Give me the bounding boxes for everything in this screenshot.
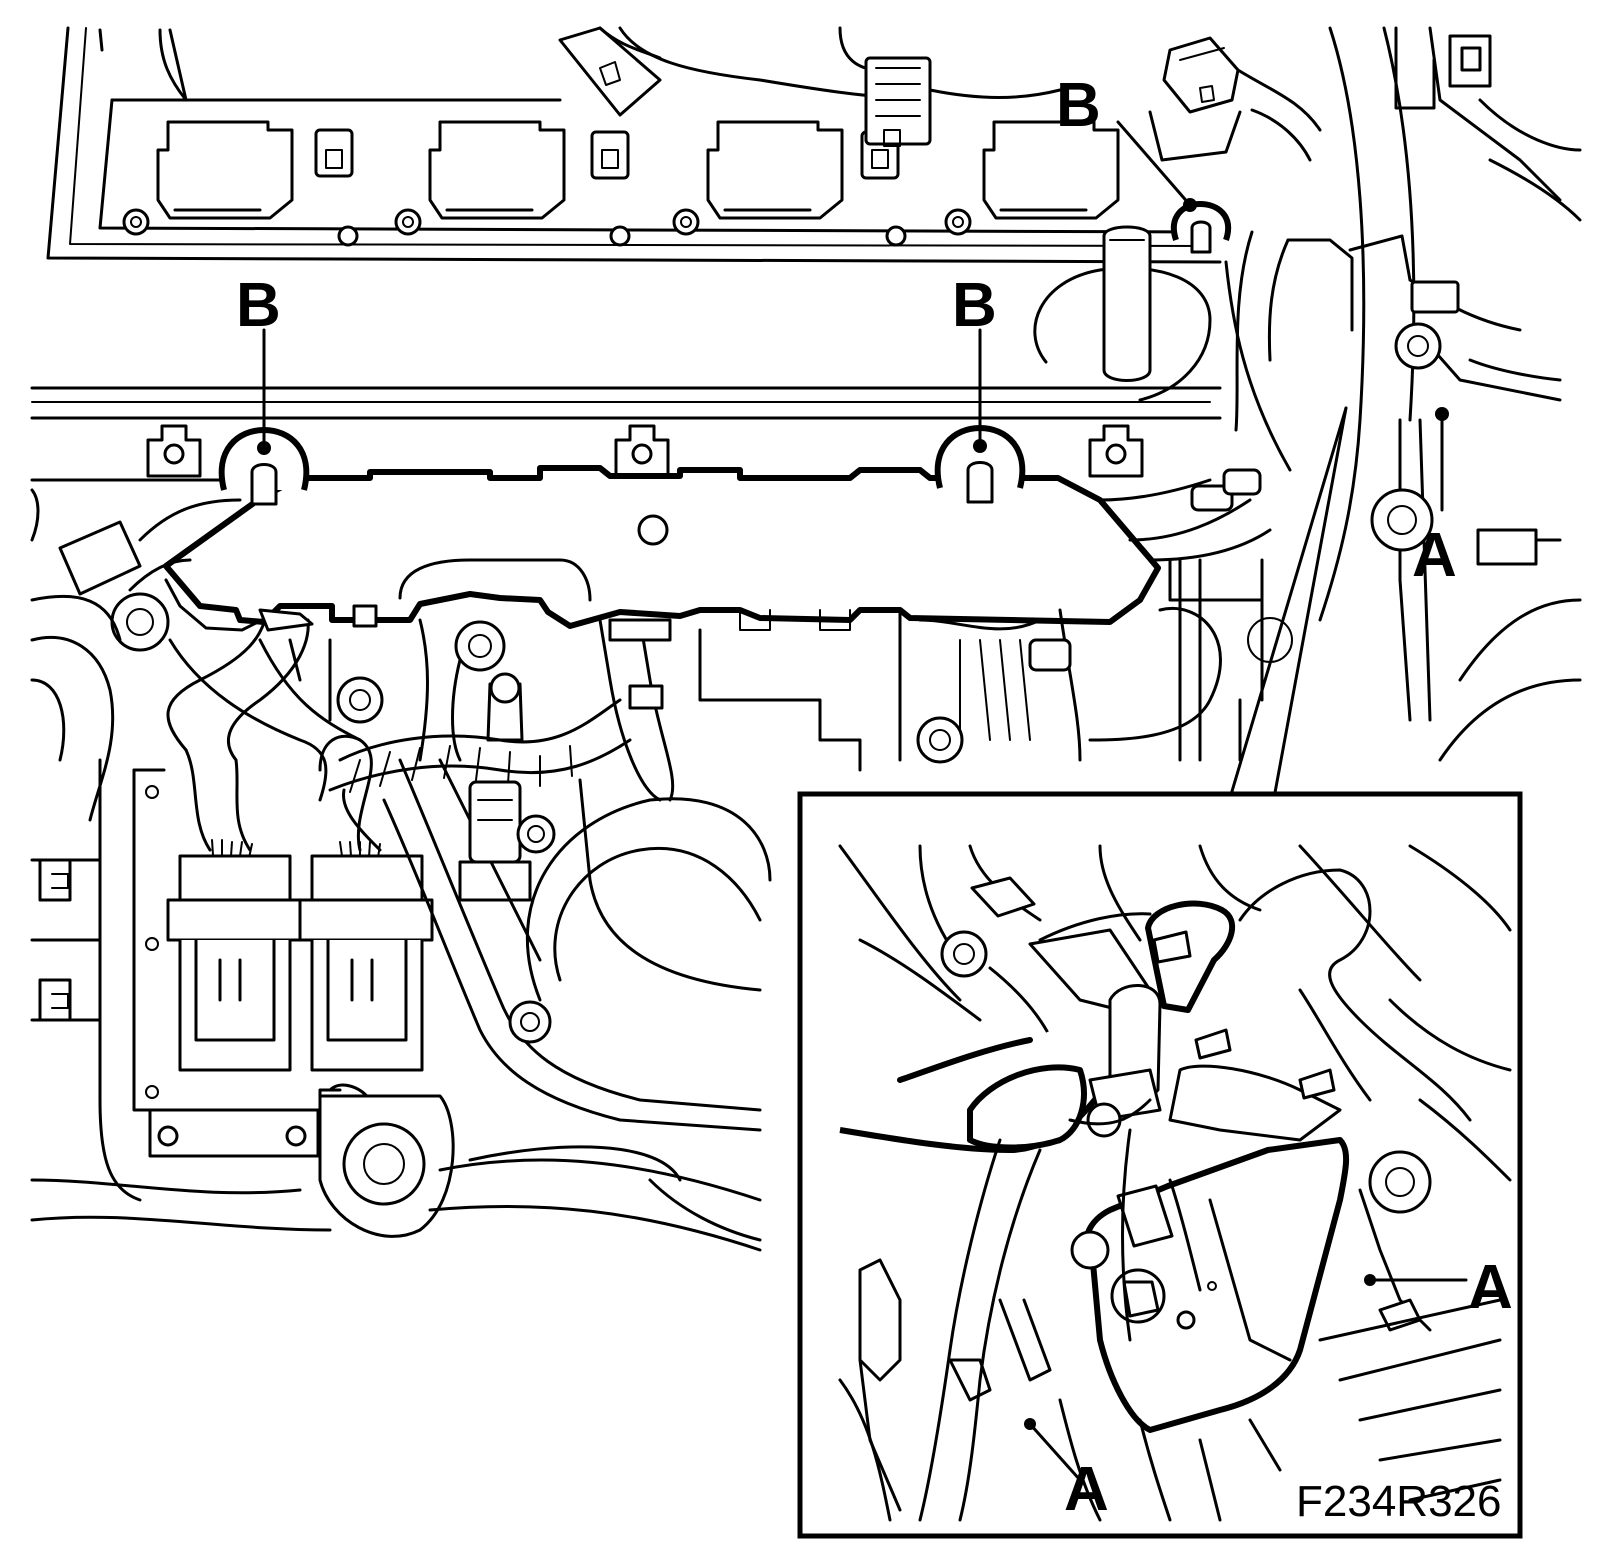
mounting-point-b-right: [1171, 198, 1231, 254]
left-hoses: [30, 498, 384, 822]
rail-brackets: [146, 424, 1144, 478]
callout-a-inset-bottom: A: [1064, 1455, 1109, 1524]
detail-inset: [797, 791, 1523, 1539]
engine-cover: [163, 465, 1161, 632]
callout-b-top: B: [1056, 71, 1101, 140]
connector-left: [166, 608, 314, 1072]
right-tube-and-harness: [1224, 26, 1582, 762]
top-harness-connectors: [558, 26, 1322, 162]
oil-filler-cap: [1033, 225, 1212, 402]
ignition-coil-1: [122, 120, 359, 247]
connector-right: [298, 734, 434, 1072]
valve-cover: [46, 26, 1222, 264]
callout-leaders: [262, 120, 1468, 1482]
cover-right-harness: [1088, 468, 1272, 762]
mounting-point-b-left: [218, 427, 310, 506]
ignition-coil-2: [394, 120, 631, 247]
mounting-point-b-middle: [934, 425, 1026, 504]
figure-id: F234R326: [1296, 1477, 1501, 1526]
callout-a-inset-right: A: [1468, 1253, 1513, 1322]
lower-engine-body: [30, 758, 772, 1252]
inset-content: [838, 844, 1512, 1522]
callout-a-right: A: [1412, 521, 1457, 590]
center-harness: [328, 558, 1082, 802]
inset-leader: [1228, 406, 1348, 800]
callout-b-middle: B: [952, 271, 997, 340]
callout-b-left: B: [236, 271, 281, 340]
ignition-coil-3: [672, 120, 907, 247]
ignition-coil-4: [944, 120, 1120, 236]
